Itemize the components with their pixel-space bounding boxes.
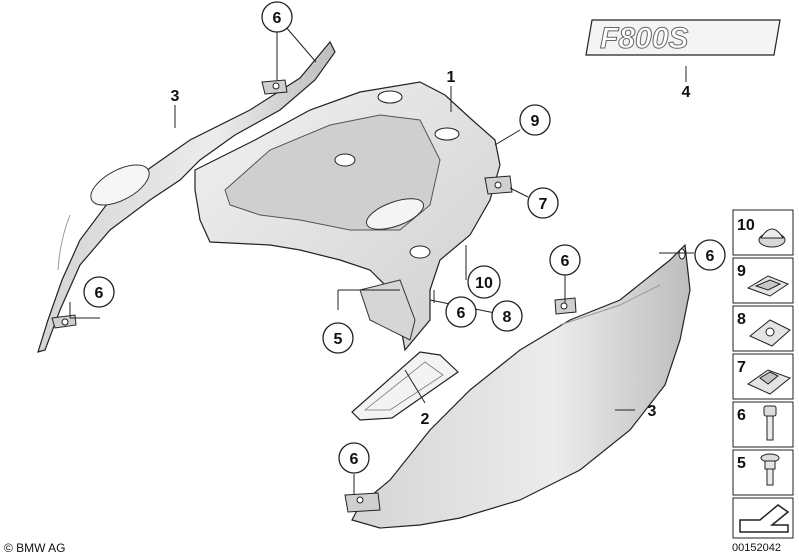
callouts: 6 3 1 4 9 7 6 6 10 8 6 5 6 2 3 6 bbox=[83, 1, 726, 474]
callout-3-right: 3 bbox=[648, 403, 657, 420]
callout-6-right: 6 bbox=[706, 248, 715, 265]
spring-clip-icon bbox=[746, 275, 790, 297]
document-number: 00152042 bbox=[732, 542, 781, 554]
rear-fairing bbox=[194, 81, 513, 352]
legend-label-7: 7 bbox=[737, 359, 746, 376]
callout-6-bottom: 6 bbox=[350, 451, 359, 468]
callout-8: 8 bbox=[503, 309, 512, 326]
inner-trim bbox=[351, 351, 459, 421]
legend-label-8: 8 bbox=[737, 311, 746, 328]
leader-lines bbox=[69, 25, 694, 495]
speed-nut-icon bbox=[749, 319, 791, 347]
callout-3-left: 3 bbox=[171, 88, 180, 105]
legend-label-5: 5 bbox=[737, 455, 746, 472]
callout-2: 2 bbox=[421, 411, 430, 428]
callout-6-top: 6 bbox=[273, 10, 282, 27]
hardware-legend: 10 9 8 7 6 bbox=[732, 209, 794, 539]
legend-label-6: 6 bbox=[737, 407, 746, 424]
copyright-notice: © BMW AG bbox=[4, 541, 66, 555]
rivet-screw-icon bbox=[760, 453, 780, 486]
callout-4: 4 bbox=[682, 84, 691, 101]
callout-9: 9 bbox=[531, 113, 540, 130]
emblem-text: F800S bbox=[600, 22, 688, 55]
arrow-icon bbox=[739, 504, 790, 533]
screw-icon bbox=[763, 405, 777, 441]
callout-10: 10 bbox=[475, 275, 493, 292]
f800s-emblem: F800S bbox=[585, 19, 781, 56]
callout-7: 7 bbox=[539, 196, 548, 213]
callout-6-center: 6 bbox=[561, 253, 570, 270]
callout-5: 5 bbox=[334, 331, 343, 348]
cap-nut-icon bbox=[758, 228, 786, 248]
callout-6-left: 6 bbox=[95, 285, 104, 302]
right-side-panel bbox=[344, 243, 691, 529]
callout-6-mid: 6 bbox=[457, 305, 466, 322]
clip-nut-icon bbox=[746, 369, 792, 395]
callout-1: 1 bbox=[447, 69, 456, 86]
legend-label-10: 10 bbox=[737, 217, 755, 234]
legend-label-9: 9 bbox=[737, 263, 746, 280]
